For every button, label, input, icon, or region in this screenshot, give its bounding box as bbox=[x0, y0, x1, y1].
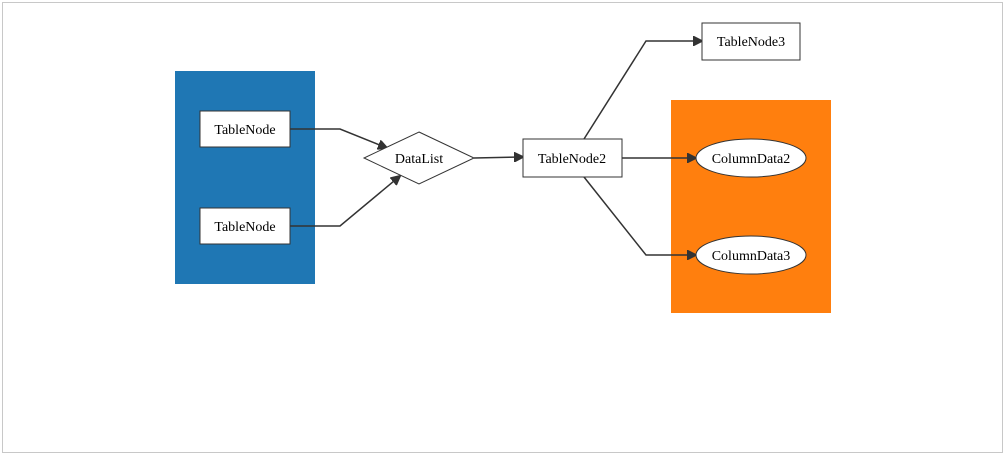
node-datalist-label: DataList bbox=[395, 152, 443, 167]
cluster-left bbox=[175, 71, 315, 284]
node-tablenode2[interactable]: TableNode2 bbox=[522, 138, 623, 178]
node-tablenode2-label: TableNode2 bbox=[538, 152, 606, 167]
edge-tablenode2-to-columndata3 bbox=[583, 176, 696, 255]
edge-datalist-to-tablenode2 bbox=[473, 157, 523, 158]
edge-tablenode-top-to-datalist bbox=[290, 128, 387, 148]
node-tablenode3-label: TableNode3 bbox=[717, 35, 785, 50]
node-columndata2-label: ColumnData2 bbox=[712, 152, 791, 167]
edge-tablenode-bottom-to-datalist bbox=[290, 176, 400, 227]
node-columndata2[interactable]: ColumnData2 bbox=[695, 138, 807, 178]
node-columndata3-label: ColumnData3 bbox=[712, 249, 791, 264]
node-tablenode-top-label: TableNode bbox=[214, 123, 275, 138]
node-tablenode-bottom[interactable]: TableNode bbox=[199, 207, 291, 245]
node-tablenode3[interactable]: TableNode3 bbox=[701, 22, 801, 61]
node-tablenode-top[interactable]: TableNode bbox=[199, 110, 291, 148]
node-tablenode-bottom-label: TableNode bbox=[214, 220, 275, 235]
cluster-right bbox=[671, 100, 831, 313]
edge-tablenode2-to-tablenode3 bbox=[583, 41, 702, 140]
node-columndata3[interactable]: ColumnData3 bbox=[695, 235, 807, 275]
node-datalist[interactable]: DataList bbox=[362, 131, 476, 185]
